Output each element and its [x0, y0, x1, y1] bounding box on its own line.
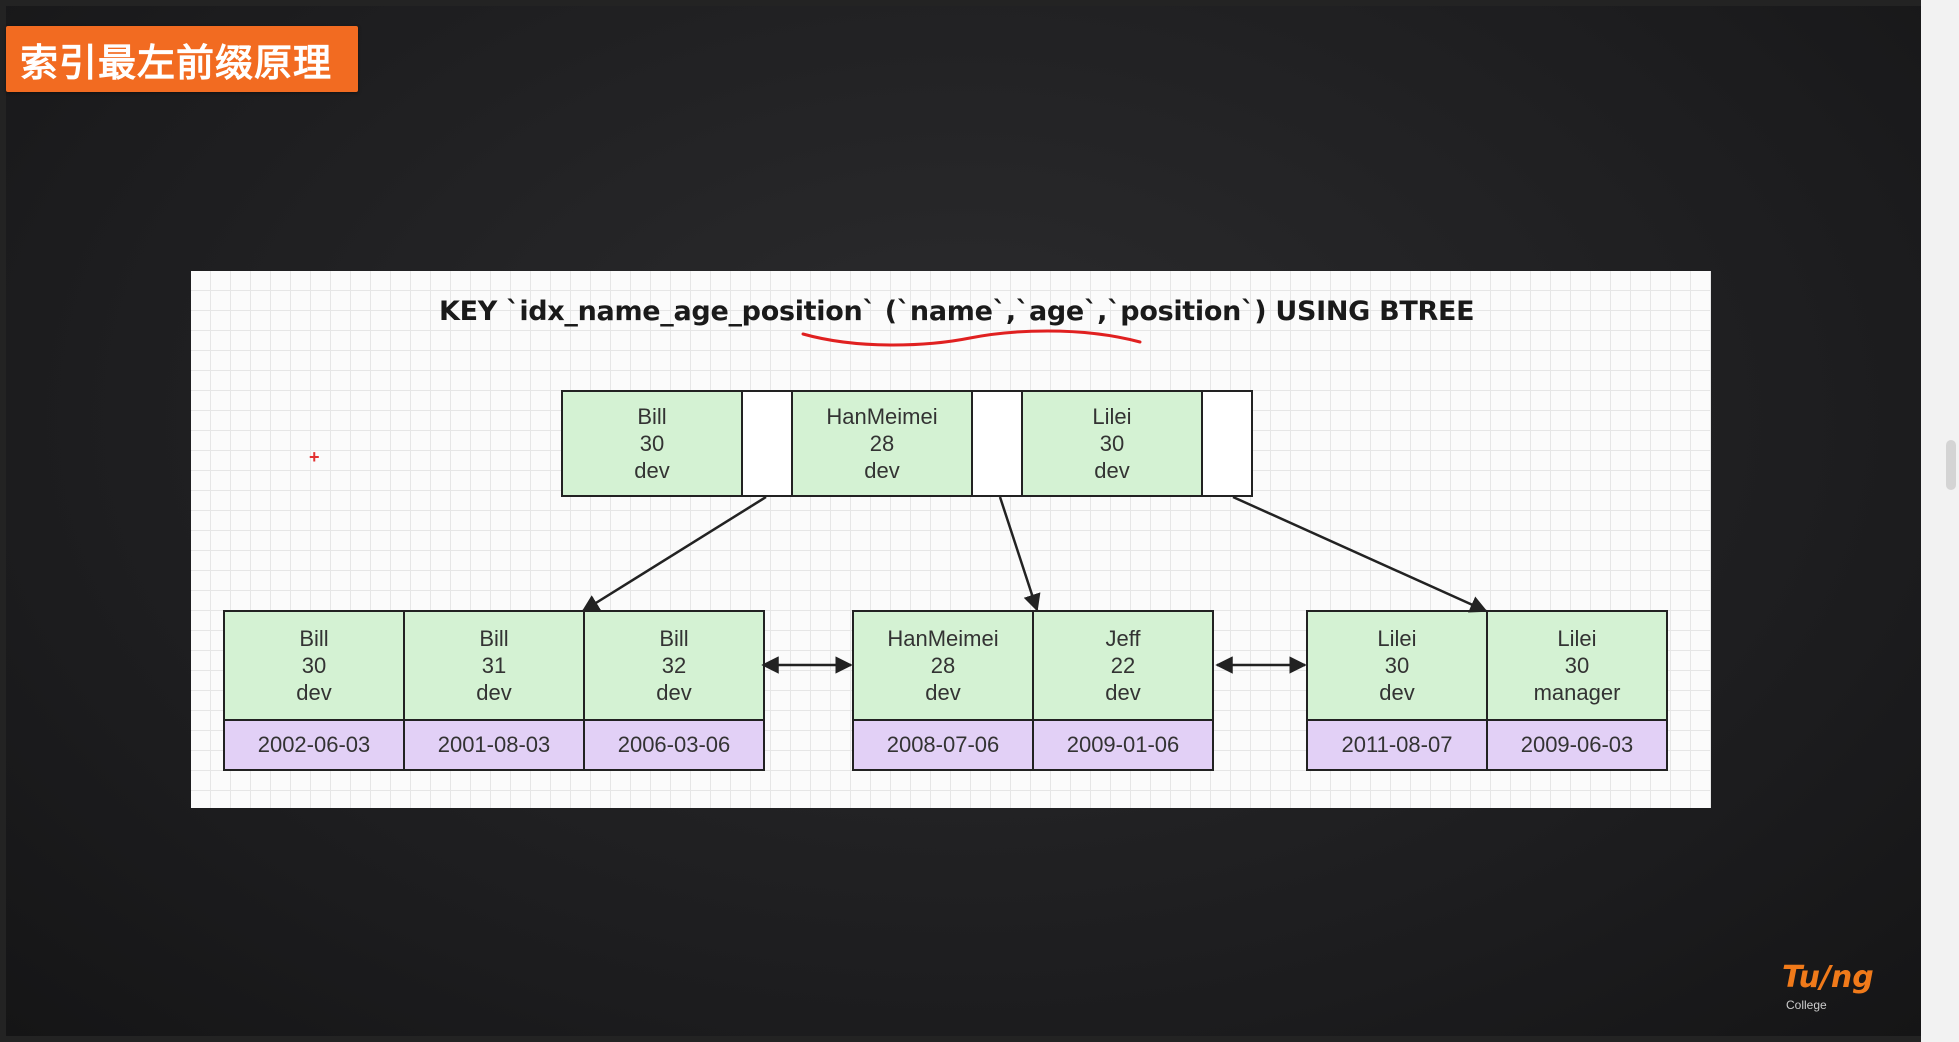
brand-watermark-logo: Tu/ng — [1782, 960, 1874, 995]
key-age: 30 — [639, 431, 665, 456]
slide-title-badge: 索引最左前缀原理 — [6, 26, 358, 92]
root-key-cell: Bill 30 dev — [561, 390, 743, 497]
pointer-arrow — [998, 496, 1041, 612]
leaf-node: Bill 30 dev 2002-06-03 Bill 31 dev 2001-… — [223, 610, 765, 771]
key-position: manager — [1533, 680, 1621, 705]
leaf-entry: Bill 32 dev 2006-03-06 — [583, 610, 765, 771]
leaf-entry: Jeff 22 dev 2009-01-06 — [1032, 610, 1214, 771]
root-key-cell: Lilei 30 dev — [1021, 390, 1203, 497]
root-key-cell: HanMeimei 28 dev — [791, 390, 973, 497]
key-name: Lilei — [1557, 626, 1597, 651]
leaf-entry: Lilei 30 manager 2009-06-03 — [1486, 610, 1668, 771]
index-definition-text: KEY `idx_name_age_position` (`name`,`age… — [439, 296, 1475, 327]
key-name: Lilei — [1377, 626, 1417, 651]
row-data-date: 2011-08-07 — [1308, 719, 1486, 769]
leaf-key: Bill 31 dev — [405, 612, 583, 719]
key-age: 28 — [930, 653, 956, 678]
pointer-arrow — [581, 495, 767, 613]
key-position: dev — [925, 680, 961, 705]
key-position: dev — [476, 680, 512, 705]
key-position: dev — [1105, 680, 1141, 705]
key-name: Jeff — [1105, 626, 1141, 651]
row-data-date: 2009-06-03 — [1488, 719, 1666, 769]
row-data-date: 2009-01-06 — [1034, 719, 1212, 769]
leaf-entry: Bill 31 dev 2001-08-03 — [403, 610, 585, 771]
row-data-date: 2001-08-03 — [405, 719, 583, 769]
key-age: 30 — [1099, 431, 1125, 456]
row-data-date: 2006-03-06 — [585, 719, 763, 769]
key-age: 31 — [481, 653, 507, 678]
key-age: 32 — [661, 653, 687, 678]
key-position: dev — [634, 458, 670, 483]
key-name: Bill — [659, 626, 689, 651]
row-data-date: 2002-06-03 — [225, 719, 403, 769]
key-age: 30 — [301, 653, 327, 678]
red-underline-annotation — [801, 329, 1142, 347]
key-position: dev — [296, 680, 332, 705]
key-name: Bill — [299, 626, 329, 651]
slide-title: 索引最左前缀原理 — [20, 40, 333, 85]
root-key: HanMeimei 28 dev — [793, 392, 971, 495]
key-name: Lilei — [1092, 404, 1132, 429]
row-data-date: 2008-07-06 — [854, 719, 1032, 769]
cursor-crosshair-icon: + — [309, 447, 320, 467]
root-pointer-slot — [971, 390, 1023, 497]
leaf-key: Jeff 22 dev — [1034, 612, 1212, 719]
leaf-entry: HanMeimei 28 dev 2008-07-06 — [852, 610, 1034, 771]
root-pointer-slot — [741, 390, 793, 497]
key-position: dev — [656, 680, 692, 705]
key-age: 30 — [1564, 653, 1590, 678]
key-name: HanMeimei — [826, 404, 938, 429]
pointer-arrow — [1232, 495, 1488, 613]
leaf-key: HanMeimei 28 dev — [854, 612, 1032, 719]
leaf-key: Bill 30 dev — [225, 612, 403, 719]
key-name: HanMeimei — [887, 626, 999, 651]
root-node: Bill 30 dev HanMeimei 28 dev Lilei 30 de… — [561, 390, 1253, 497]
key-age: 28 — [869, 431, 895, 456]
leaf-key: Lilei 30 manager — [1488, 612, 1666, 719]
leaf-node: Lilei 30 dev 2011-08-07 Lilei 30 manager… — [1306, 610, 1668, 771]
key-position: dev — [1379, 680, 1415, 705]
leaf-entry: Lilei 30 dev 2011-08-07 — [1306, 610, 1488, 771]
key-age: 30 — [1384, 653, 1410, 678]
root-key: Lilei 30 dev — [1023, 392, 1201, 495]
leaf-key: Lilei 30 dev — [1308, 612, 1486, 719]
key-position: dev — [1094, 458, 1130, 483]
scrollbar-thumb[interactable] — [1946, 440, 1956, 490]
leaf-entry: Bill 30 dev 2002-06-03 — [223, 610, 405, 771]
scrollbar-track[interactable] — [1921, 0, 1959, 1042]
leaf-key: Bill 32 dev — [585, 612, 763, 719]
brand-watermark-sub: College — [1786, 998, 1827, 1012]
key-position: dev — [864, 458, 900, 483]
key-age: 22 — [1110, 653, 1136, 678]
key-name: Bill — [479, 626, 509, 651]
leaf-node: HanMeimei 28 dev 2008-07-06 Jeff 22 dev … — [852, 610, 1214, 771]
root-pointer-slot — [1201, 390, 1253, 497]
key-name: Bill — [637, 404, 667, 429]
root-key: Bill 30 dev — [563, 392, 741, 495]
